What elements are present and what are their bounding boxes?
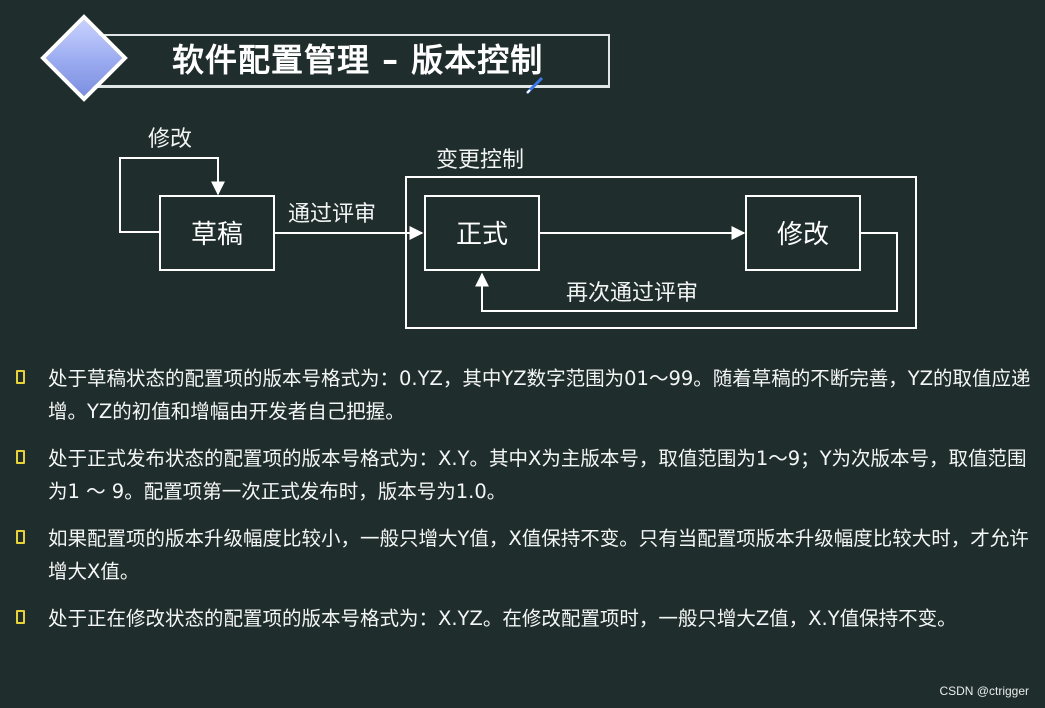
bullet-text: 如果配置项的版本升级幅度比较小，一般只增大Y值，X值保持不变。只有当配置项版本升…: [48, 527, 1029, 583]
bullet-box-icon: [16, 530, 25, 544]
modify-node-label: 修改: [777, 220, 829, 250]
bullet-box-icon: [16, 370, 25, 384]
pass-review-label: 通过评审: [288, 202, 376, 227]
change-control-frame: [405, 176, 917, 329]
bullet-box-icon: [16, 450, 25, 464]
watermark: CSDN @ctrigger: [939, 684, 1029, 698]
formal-node-label: 正式: [456, 220, 508, 250]
change-control-label: 变更控制: [436, 148, 524, 173]
bullet-text: 处于草稿状态的配置项的版本号格式为：0.YZ，其中YZ数字范围为01～99。随着…: [48, 367, 1031, 423]
bullet-item: 处于正在修改状态的配置项的版本号格式为：X.YZ。在修改配置项时，一般只增大Z值…: [16, 602, 1031, 635]
title-frame: [90, 34, 610, 88]
slide-title: 软件配置管理 – 版本控制: [172, 41, 544, 79]
pass-again-label: 再次通过评审: [566, 281, 698, 306]
draft-self-loop-arrow: [119, 157, 225, 233]
bullet-text: 处于正式发布状态的配置项的版本号格式为：X.Y。其中X为主版本号，取值范围为1～…: [48, 447, 1027, 503]
pass-again-arrow: [475, 232, 898, 312]
draft-node-label: 草稿: [191, 220, 243, 250]
bullet-list: 处于草稿状态的配置项的版本号格式为：0.YZ，其中YZ数字范围为01～99。随着…: [16, 362, 1031, 649]
bullet-item: 处于正式发布状态的配置项的版本号格式为：X.Y。其中X为主版本号，取值范围为1～…: [16, 442, 1031, 508]
bullet-box-icon: [16, 610, 25, 624]
bullet-item: 如果配置项的版本升级幅度比较小，一般只增大Y值，X值保持不变。只有当配置项版本升…: [16, 522, 1031, 588]
pen-icon: [525, 76, 544, 95]
bullet-item: 处于草稿状态的配置项的版本号格式为：0.YZ，其中YZ数字范围为01～99。随着…: [16, 362, 1031, 428]
self-loop-label: 修改: [148, 127, 192, 152]
bullet-text: 处于正在修改状态的配置项的版本号格式为：X.YZ。在修改配置项时，一般只增大Z值…: [48, 607, 957, 630]
